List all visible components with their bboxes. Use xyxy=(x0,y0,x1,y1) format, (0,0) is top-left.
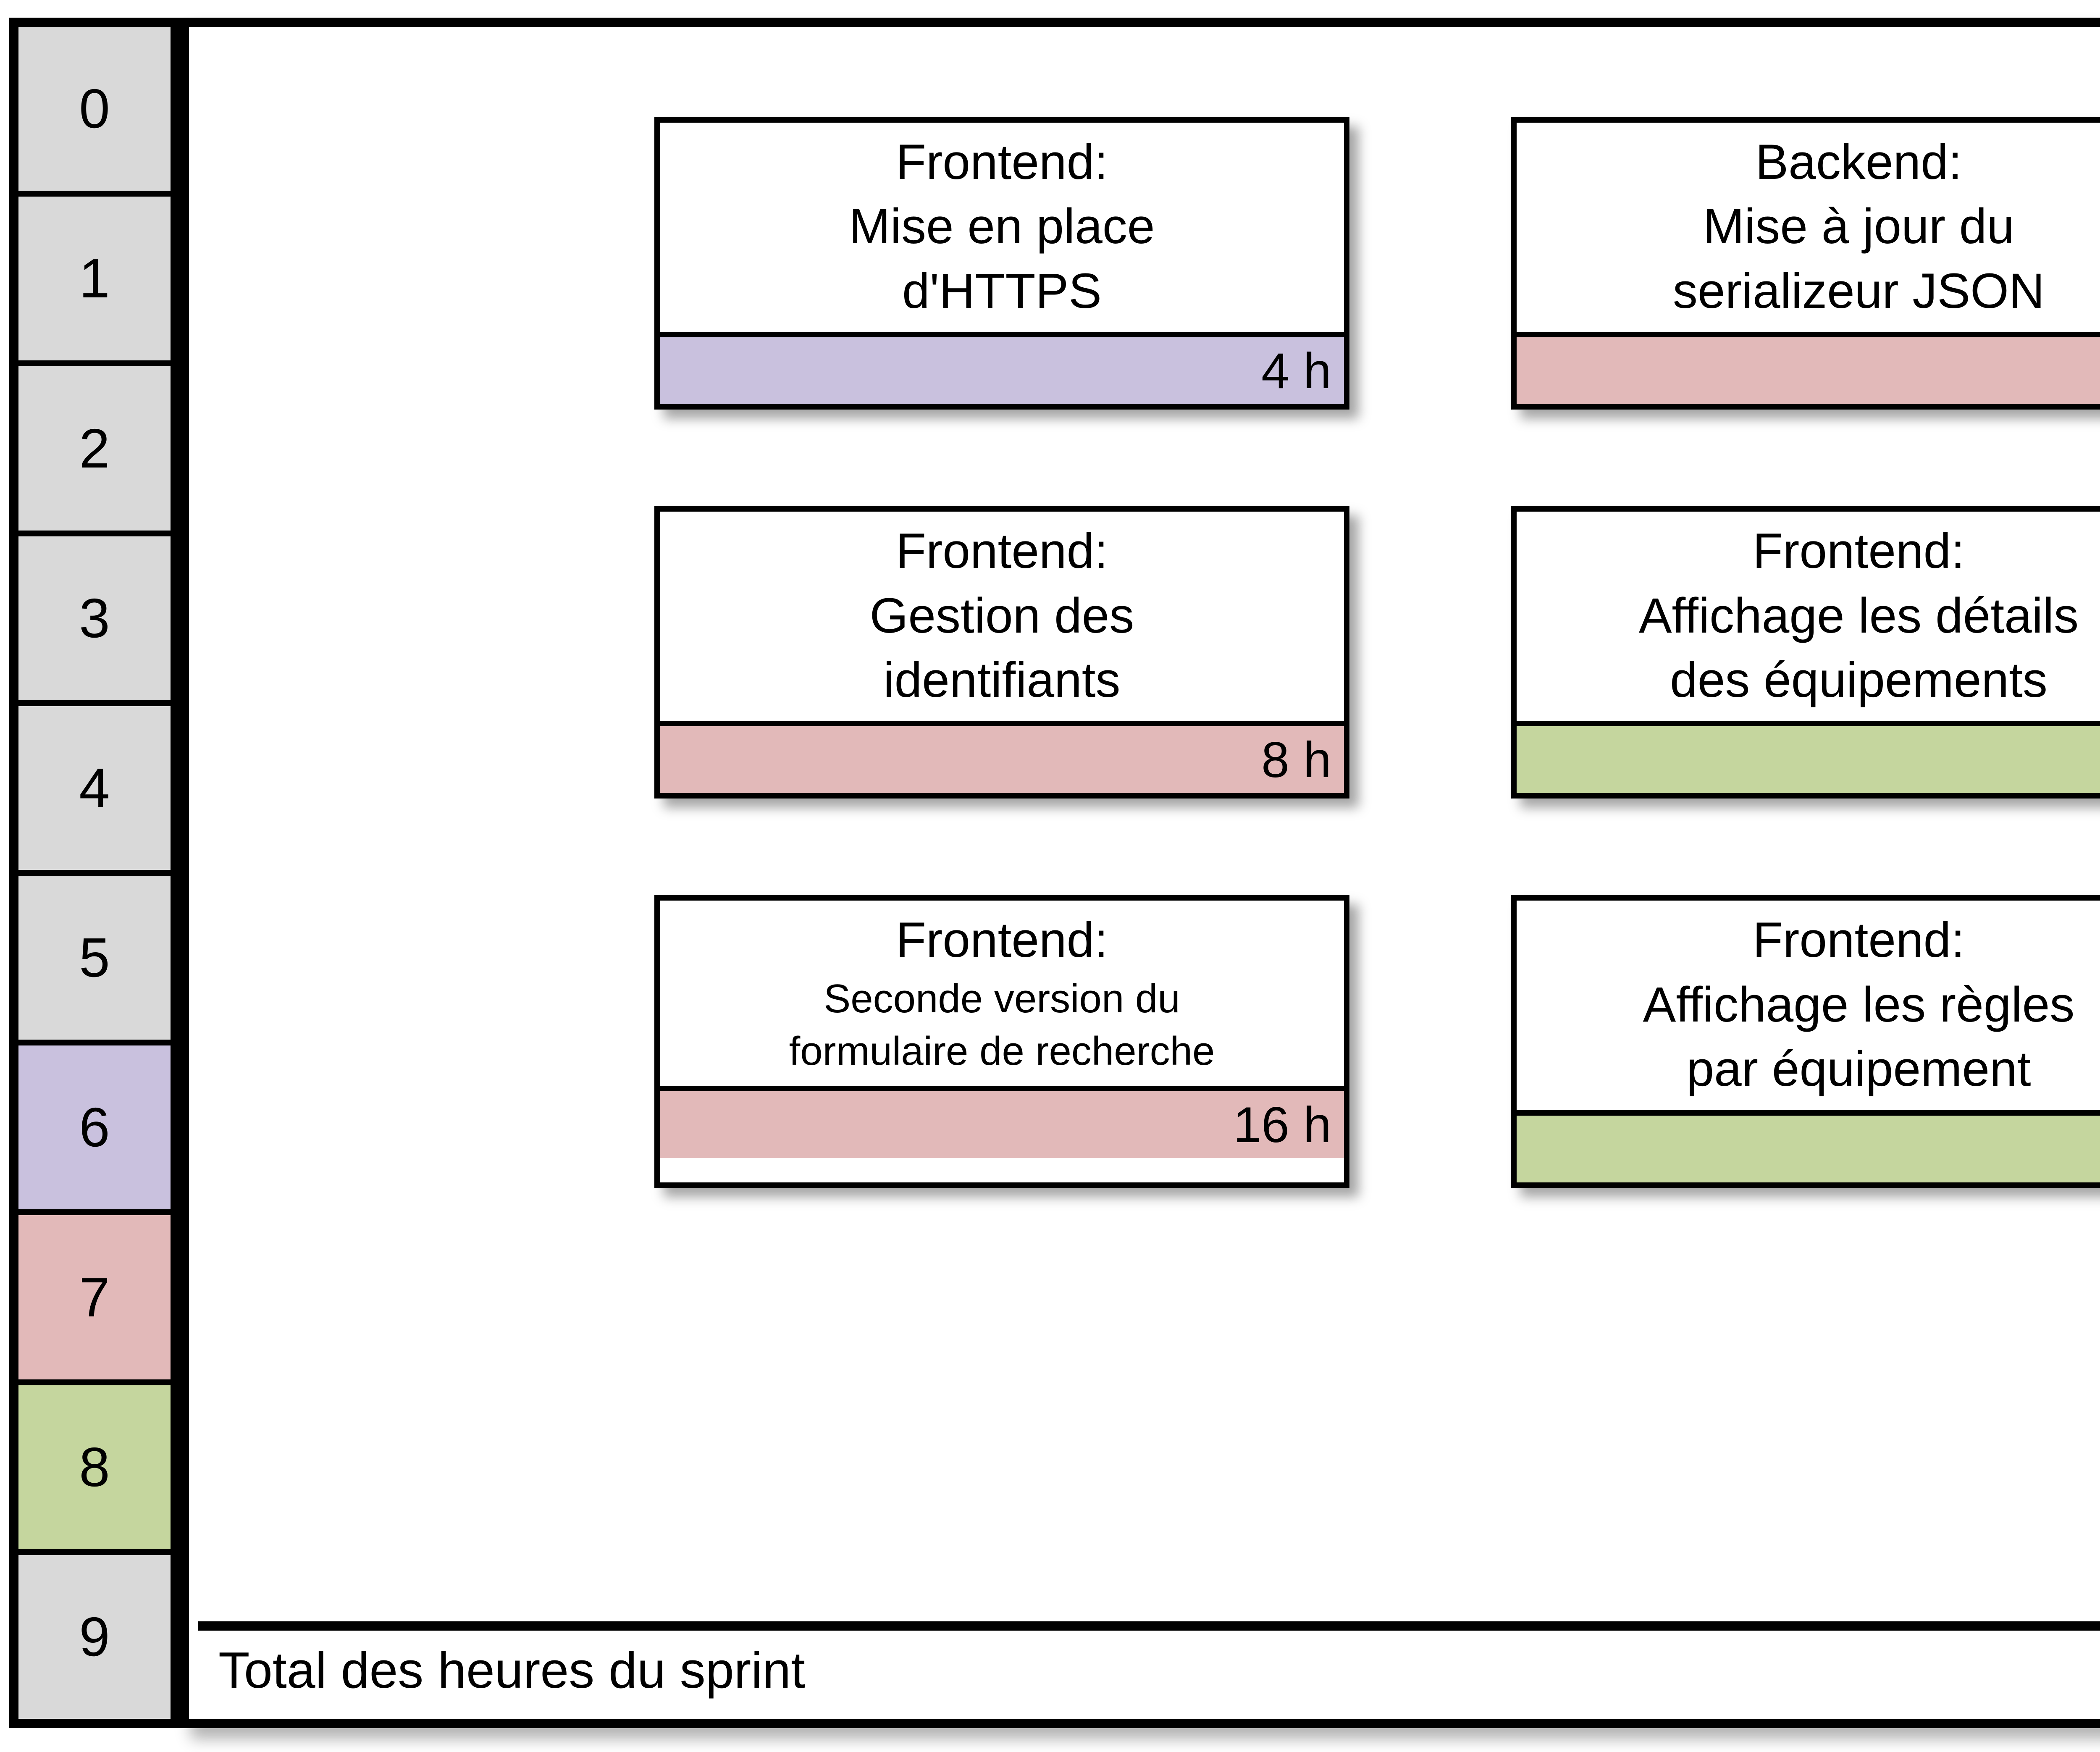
day-index-label: 7 xyxy=(79,1266,110,1328)
task-card[interactable]: Frontend: Gestion des identifiants 8 h xyxy=(654,506,1349,799)
task-card-title: Backend: xyxy=(1755,134,1962,190)
task-card-hours: 16 h xyxy=(1233,1096,1331,1153)
day-index-cell-3[interactable]: 3 xyxy=(18,536,171,706)
task-card-title: Frontend: xyxy=(1752,912,1965,968)
task-card-body: Frontend: Affichage les détails des équipe… xyxy=(1517,512,2100,721)
task-card-description-line: formulaire de recherche xyxy=(789,1028,1215,1074)
day-index-cell-9[interactable]: 9 xyxy=(18,1555,171,1719)
task-card-hours: 8 h xyxy=(1261,731,1331,788)
task-card-description-line: Seconde version du xyxy=(824,976,1180,1021)
total-label-cell: Total des heures du sprint xyxy=(198,1631,2100,1710)
task-card[interactable]: Frontend: Affichage les détails des équipe… xyxy=(1511,506,2100,799)
task-card-description-line: d'HTTPS xyxy=(902,263,1102,319)
task-card-description-line: Gestion des xyxy=(869,588,1134,644)
task-card-title: Frontend: xyxy=(1752,523,1965,579)
task-card-hours-bar: 3 h xyxy=(1517,332,2100,405)
task-card-description-line: Affichage les règles xyxy=(1643,977,2075,1032)
day-index-cell-1[interactable]: 1 xyxy=(18,197,171,367)
task-card-hours-bar: 7 h xyxy=(1517,1110,2100,1182)
day-index-cell-0[interactable]: 0 xyxy=(18,27,171,197)
task-card-hours-bar: 4 h xyxy=(660,332,1344,405)
task-card-description-line: Affichage les détails xyxy=(1638,588,2079,644)
task-card-title: Frontend: xyxy=(895,523,1108,579)
day-index-label: 1 xyxy=(79,247,110,310)
task-card-hours-bar: 5 h xyxy=(1517,721,2100,793)
task-card-body: Frontend: Gestion des identifiants xyxy=(660,512,1344,721)
day-index-label: 6 xyxy=(79,1096,110,1158)
sprint-task-panel: Frontend: Mise en place d'HTTPS 4 h Backend:… xyxy=(180,18,2100,1728)
day-index-label: 2 xyxy=(79,417,110,479)
day-index-cell-5[interactable]: 5 xyxy=(18,876,171,1046)
task-card-description-line: par équipement xyxy=(1686,1041,2031,1097)
task-card-description-line: Mise à jour du xyxy=(1703,199,2015,255)
day-index-cell-7[interactable]: 7 xyxy=(18,1215,171,1385)
day-index-cell-4[interactable]: 4 xyxy=(18,706,171,876)
task-card[interactable]: Backend: Mise à jour du serializeur JSON 3 … xyxy=(1511,117,2100,410)
day-index-label: 8 xyxy=(79,1436,110,1498)
day-index-column: 0 1 2 3 4 5 6 7 8 9 xyxy=(9,18,180,1728)
task-card-hours: 4 h xyxy=(1261,342,1331,399)
task-card-body: Frontend: Affichage les règles par équipem… xyxy=(1517,901,2100,1110)
task-card-description-line: des équipements xyxy=(1670,652,2048,708)
task-card-description-line: serializeur JSON xyxy=(1672,263,2045,319)
task-card-body: Frontend: Seconde version du formulaire de… xyxy=(660,901,1344,1086)
task-card-title: Frontend: xyxy=(895,134,1108,190)
task-card-title: Frontend: xyxy=(895,912,1108,968)
task-card[interactable]: Frontend: Affichage les règles par équipem… xyxy=(1511,895,2100,1188)
task-card[interactable]: Frontend: Mise en place d'HTTPS 4 h xyxy=(654,117,1349,410)
task-card-hours-bar: 8 h xyxy=(660,721,1344,793)
day-index-cell-6[interactable]: 6 xyxy=(18,1045,171,1216)
day-index-label: 0 xyxy=(79,78,110,140)
day-index-cell-2[interactable]: 2 xyxy=(18,366,171,536)
task-card-row: Frontend: Seconde version du formulaire de… xyxy=(654,895,2100,1188)
task-card-description-line: Mise en place xyxy=(849,199,1155,255)
total-label: Total des heures du sprint xyxy=(218,1642,806,1699)
task-card-body: Frontend: Mise en place d'HTTPS xyxy=(660,123,1344,332)
task-card-hours-bar: 16 h xyxy=(660,1086,1344,1158)
day-index-label: 4 xyxy=(79,756,110,819)
task-card-body: Backend: Mise à jour du serializeur JSON xyxy=(1517,123,2100,332)
day-index-label: 5 xyxy=(79,927,110,989)
day-index-cell-8[interactable]: 8 xyxy=(18,1385,171,1555)
sprint-total-bar: Total des heures du sprint 43 xyxy=(198,1621,2100,1710)
task-card-description-line: identifiants xyxy=(883,652,1121,708)
task-card-grid: Frontend: Mise en place d'HTTPS 4 h Backend:… xyxy=(654,117,2100,1188)
day-index-label: 9 xyxy=(79,1605,110,1668)
task-card-row: Frontend: Mise en place d'HTTPS 4 h Backend:… xyxy=(654,117,2100,410)
task-card[interactable]: Frontend: Seconde version du formulaire de… xyxy=(654,895,1349,1188)
day-index-label: 3 xyxy=(79,587,110,649)
